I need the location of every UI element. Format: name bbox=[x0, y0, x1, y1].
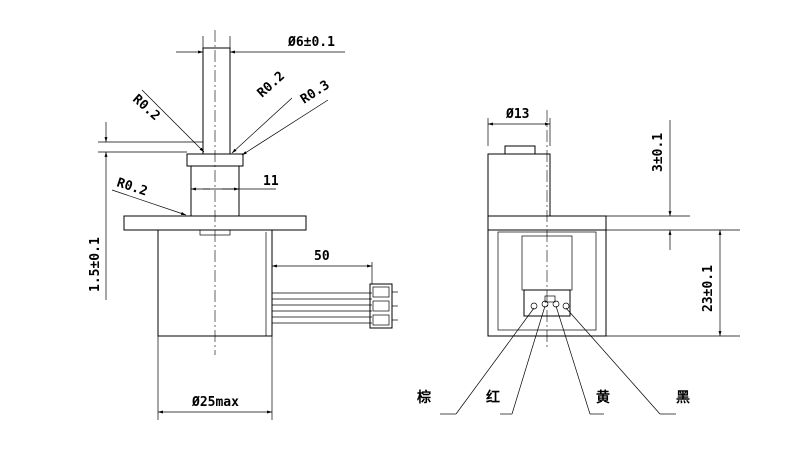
top-nub bbox=[504, 145, 536, 155]
radius-label-2: R0.2 bbox=[255, 69, 288, 101]
body-height-label: 23±0.1 bbox=[701, 265, 716, 312]
front-view: Ø6±0.1 R0.2 R0.2 R0.3 R0.2 11 1.5±0.1 50 bbox=[88, 30, 398, 420]
collar-length-label: 11 bbox=[263, 174, 279, 189]
radius-label-4: R0.2 bbox=[115, 176, 149, 200]
wire-label-black: 黑 bbox=[676, 390, 690, 406]
radius-label-1: R0.2 bbox=[129, 92, 162, 124]
shaft bbox=[202, 47, 231, 155]
wire-label-yellow: 黄 bbox=[596, 389, 610, 406]
wire-label-red: 红 bbox=[486, 389, 500, 406]
shaft-dia-label: Ø6±0.1 bbox=[287, 35, 335, 50]
radius-label-3: R0.3 bbox=[298, 78, 332, 108]
boss-dia-label: Ø13 bbox=[505, 107, 529, 122]
body-dia-label: Ø25max bbox=[191, 395, 239, 410]
side-view: Ø13 3±0.1 23±0.1 棕 红 黄 黑 bbox=[416, 107, 740, 415]
lead-length-label: 50 bbox=[314, 249, 330, 264]
stroke-label: 1.5±0.1 bbox=[88, 237, 103, 292]
boss bbox=[487, 153, 551, 217]
boss-height-label: 3±0.1 bbox=[651, 133, 666, 172]
wire-label-brown: 棕 bbox=[416, 389, 431, 406]
